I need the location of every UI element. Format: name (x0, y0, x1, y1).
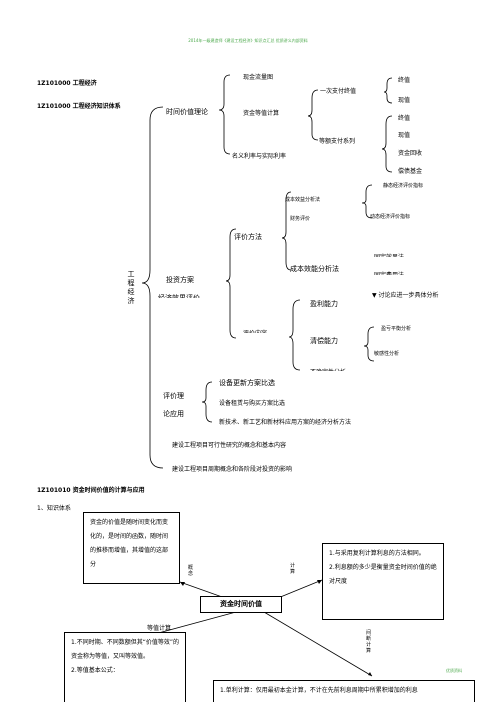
corner-quality-mark: 优质资料 (446, 668, 462, 673)
node-eval-theory-line1: 评价理 (163, 392, 184, 400)
leaf-fixed-cost: 固定费用法 (374, 270, 418, 275)
leaf-series-pv: 现值 (398, 132, 411, 139)
center-label: 资金时间价值 (220, 600, 262, 608)
node-cost-benefit: 成本效益分析法 (285, 197, 321, 203)
leaf-series-fv: 终值 (398, 115, 411, 122)
root-engineering-economics: 工 程 经 济 (127, 270, 135, 305)
page-header: 2014年一级建造师《建设工程经济》知识点汇总 优质讲义内部资料 (188, 38, 308, 43)
node-investment-plan: 投资方案 (166, 276, 194, 284)
node-evaluation-method: 评价方法 (234, 233, 262, 241)
node-profitability: 盈利能力 (310, 300, 338, 308)
leaf-sinking-fund: 偿债基金 (398, 168, 423, 175)
concept-box: 资金的价值是随时间变化而变化的，是时间的函数，随时间的推移而增值，其增值的这部分 (83, 512, 180, 584)
leaf-ce-note: ▼ 讨论应进一步具体分析 (372, 292, 439, 299)
node-solvency: 清偿能力 (310, 337, 338, 345)
leaf-new-technology: 新技术、新工艺和新材料应用方案的经济分析方法 (219, 419, 352, 426)
section-heading-knowledge-system: 1Z101000 工程经济知识体系 (37, 103, 121, 110)
node-cost-effectiveness: 成本效能分析法 (290, 265, 339, 273)
node-economic-evaluation: 经济效果评价 (158, 294, 200, 298)
node-time-value-theory: 时间价值理论 (166, 108, 208, 116)
calculation-text-1: 1.与采用复利计算利息的方法相同。 (329, 550, 425, 557)
center-time-value-box: 资金时间价值 (200, 596, 282, 613)
leaf-dynamic-indicators: 动态经济评价指标 (370, 214, 411, 220)
equivalence-text-1: 1.不同时期、不同数额但其“价值等效”的资金称为等值，又叫等效值。 (71, 639, 179, 660)
sub-heading-knowledge-system: 1、知识体系 (37, 505, 71, 512)
leaf-project-cycle: 建设工程项目周期概念和各阶段对投资的影响 (172, 466, 293, 473)
section-heading-time-value: 1Z101010 资金时间价值的计算与应用 (37, 487, 145, 494)
node-eval-theory-line2: 论应用 (163, 410, 184, 418)
concept-text: 资金的价值是随时间变化而变化的，是时间的函数，随时间的推移而增值，其增值的这部分 (90, 519, 169, 568)
node-equal-series: 等额支付系列 (319, 138, 356, 145)
leaf-equipment-update: 设备更新方案比选 (219, 379, 275, 387)
leaf-feasibility-study: 建设工程项目可行性研究的概念和基本内容 (172, 442, 287, 449)
edge-label-calculation: 计算 (290, 563, 296, 575)
leaf-fixed-effect: 固定效果法 (374, 252, 418, 257)
node-once-payment: 一次支付终值 (320, 88, 357, 95)
leaf-sensitivity: 敏感性分析 (374, 351, 400, 357)
simple-interest-box: 1.单利计算：仅用最初本金计算，不计在先前利息周期中所累积增加的利息 (213, 680, 475, 702)
node-evaluation-content: 评价内容 (243, 328, 267, 333)
leaf-break-even: 盈亏平衡分析 (381, 326, 412, 332)
leaf-once-fv: 终值 (398, 77, 411, 84)
node-cash-flow-diagram: 现金流量图 (243, 74, 274, 81)
node-uncertainty: 不确定性分析 (310, 367, 346, 371)
leaf-static-indicators: 静态经济评价指标 (383, 183, 424, 189)
node-financial-eval: 财务评价 (290, 216, 311, 222)
section-heading-engineering-economics: 1Z101000 工程经济 (37, 80, 97, 87)
simple-interest-text: 1.单利计算：仅用最初本金计算，不计在先前利息周期中所累积增加的利息 (220, 687, 418, 694)
edge-label-equivalent: 等值计算 (147, 625, 172, 632)
equivalence-text-2: 2.等值基本公式： (71, 667, 119, 674)
leaf-capital-recovery: 资金回收 (398, 150, 423, 157)
edge-label-interval: 间断计算 (366, 630, 372, 654)
calculation-text-2: 2.利息额的多少是衡量资金时间价值的绝对尺度 (329, 564, 437, 585)
calculation-box: 1.与采用复利计算利息的方法相同。 2.利息额的多少是衡量资金时间价值的绝对尺度 (322, 543, 444, 620)
node-equivalent-calc: 资金等值计算 (243, 110, 280, 117)
node-nominal-real-rate: 名义利率与实际利率 (232, 153, 287, 160)
leaf-equipment-lease: 设备租赁与购买方案比选 (219, 400, 286, 407)
leaf-once-pv: 现值 (398, 97, 411, 104)
edge-label-concept: 概念 (188, 565, 194, 577)
equivalence-box: 1.不同时期、不同数额但其“价值等效”的资金称为等值，又叫等效值。 2.等值基本… (64, 632, 186, 702)
